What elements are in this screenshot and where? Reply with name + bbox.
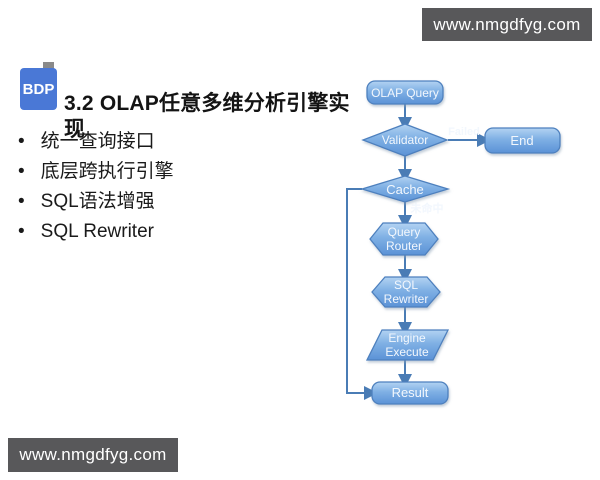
logo-notch [43,62,54,70]
node-query-router-label-2: Router [386,239,422,253]
node-end-label: End [510,133,533,148]
node-engine-execute-shape [365,329,450,361]
bullet-text: SQL Rewriter [40,221,154,242]
node-result-shape [371,381,449,405]
node-query-router-shape [369,222,439,256]
node-engine-execute-label-1: Engine [388,331,426,345]
watermark-bottom: www.nmgdfyg.com [8,438,178,472]
node-validator-shape [361,123,449,157]
bullet-list: 统一查询接口 底层跨执行引擎 SQL语法增强 SQL Rewriter [18,127,338,247]
node-result-label: Result [392,385,429,400]
bdp-logo-text: BDP [22,80,55,98]
node-olap-query: OLAP Query [366,80,444,105]
watermark-top: www.nmgdfyg.com [422,8,592,41]
node-engine-execute: Engine Execute [365,329,450,361]
node-olap-query-label: OLAP Query [371,86,439,100]
node-cache-shape [359,175,451,203]
flow-connectors [346,104,491,400]
node-sql-rewriter: SQL Rewriter [371,276,441,308]
node-end: End [484,127,561,154]
node-cache-label: Cache [386,182,424,197]
node-query-router: Query Router [369,222,439,256]
edge-label-cache-miss: 未命中 [410,201,444,215]
node-validator: Validator [361,123,449,157]
list-item: SQL Rewriter [18,217,338,247]
olap-flowchart: Failed 未命中 OLAP Query Validator End Cach… [346,80,561,405]
node-query-router-label-1: Query [388,225,421,239]
list-item: 底层跨执行引擎 [18,157,338,187]
node-engine-execute-label-2: Execute [385,345,429,359]
list-item: SQL语法增强 [18,187,338,217]
edge-label-failed: Failed [448,126,480,138]
bdp-logo: BDP [20,68,57,110]
node-olap-query-shape [366,80,444,105]
node-result: Result [371,381,449,405]
node-sql-rewriter-label-1: SQL [394,278,418,292]
bullet-text: SQL语法增强 [40,191,155,212]
bullet-text: 底层跨执行引擎 [40,161,174,182]
node-sql-rewriter-label-2: Rewriter [384,292,429,306]
list-item: 统一查询接口 [18,127,338,157]
node-cache: Cache [359,175,451,203]
node-sql-rewriter-shape [371,276,441,308]
edge-cache-hit-to-result [346,188,378,400]
node-validator-label: Validator [382,133,428,147]
bullet-text: 统一查询接口 [40,131,155,152]
node-end-shape [484,127,561,154]
